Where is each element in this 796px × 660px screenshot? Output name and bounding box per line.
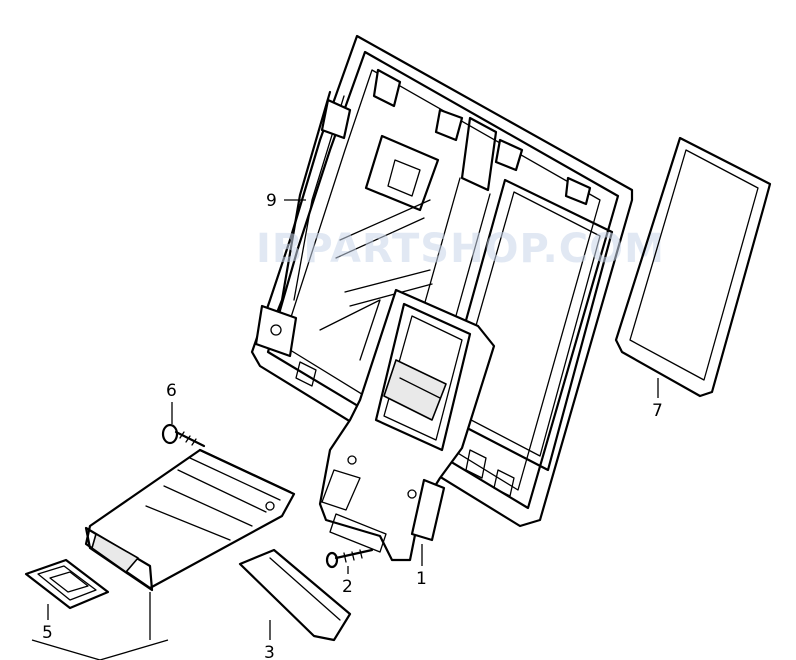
callout-label-3: 3 [264, 643, 275, 660]
callout-7: 7 [652, 378, 663, 421]
callout-label-6: 6 [166, 381, 177, 401]
callout-label-9: 9 [266, 191, 277, 211]
armrest-body-part [84, 448, 296, 592]
callout-label-7: 7 [652, 401, 663, 421]
watermark-text: IBPARTSHOP.COM [256, 226, 665, 272]
armrest-frame-part [318, 288, 496, 562]
callout-2: 2 [342, 566, 353, 597]
callout-1: 1 [416, 544, 427, 589]
callout-label-5: 5 [42, 623, 53, 643]
cup-holder-part [24, 558, 110, 610]
callout-label-2: 2 [342, 577, 353, 597]
callout-label-1: 1 [416, 569, 427, 589]
callout-9: 9 [266, 191, 306, 211]
callout-6: 6 [166, 381, 177, 424]
bolt-part [325, 548, 374, 569]
armrest-cover-part [238, 548, 352, 642]
screw-part [161, 423, 206, 448]
callout-5: 5 [42, 604, 53, 643]
callout-3: 3 [264, 620, 275, 660]
group-bracket [31, 592, 169, 660]
trim-frame-part [614, 136, 772, 398]
